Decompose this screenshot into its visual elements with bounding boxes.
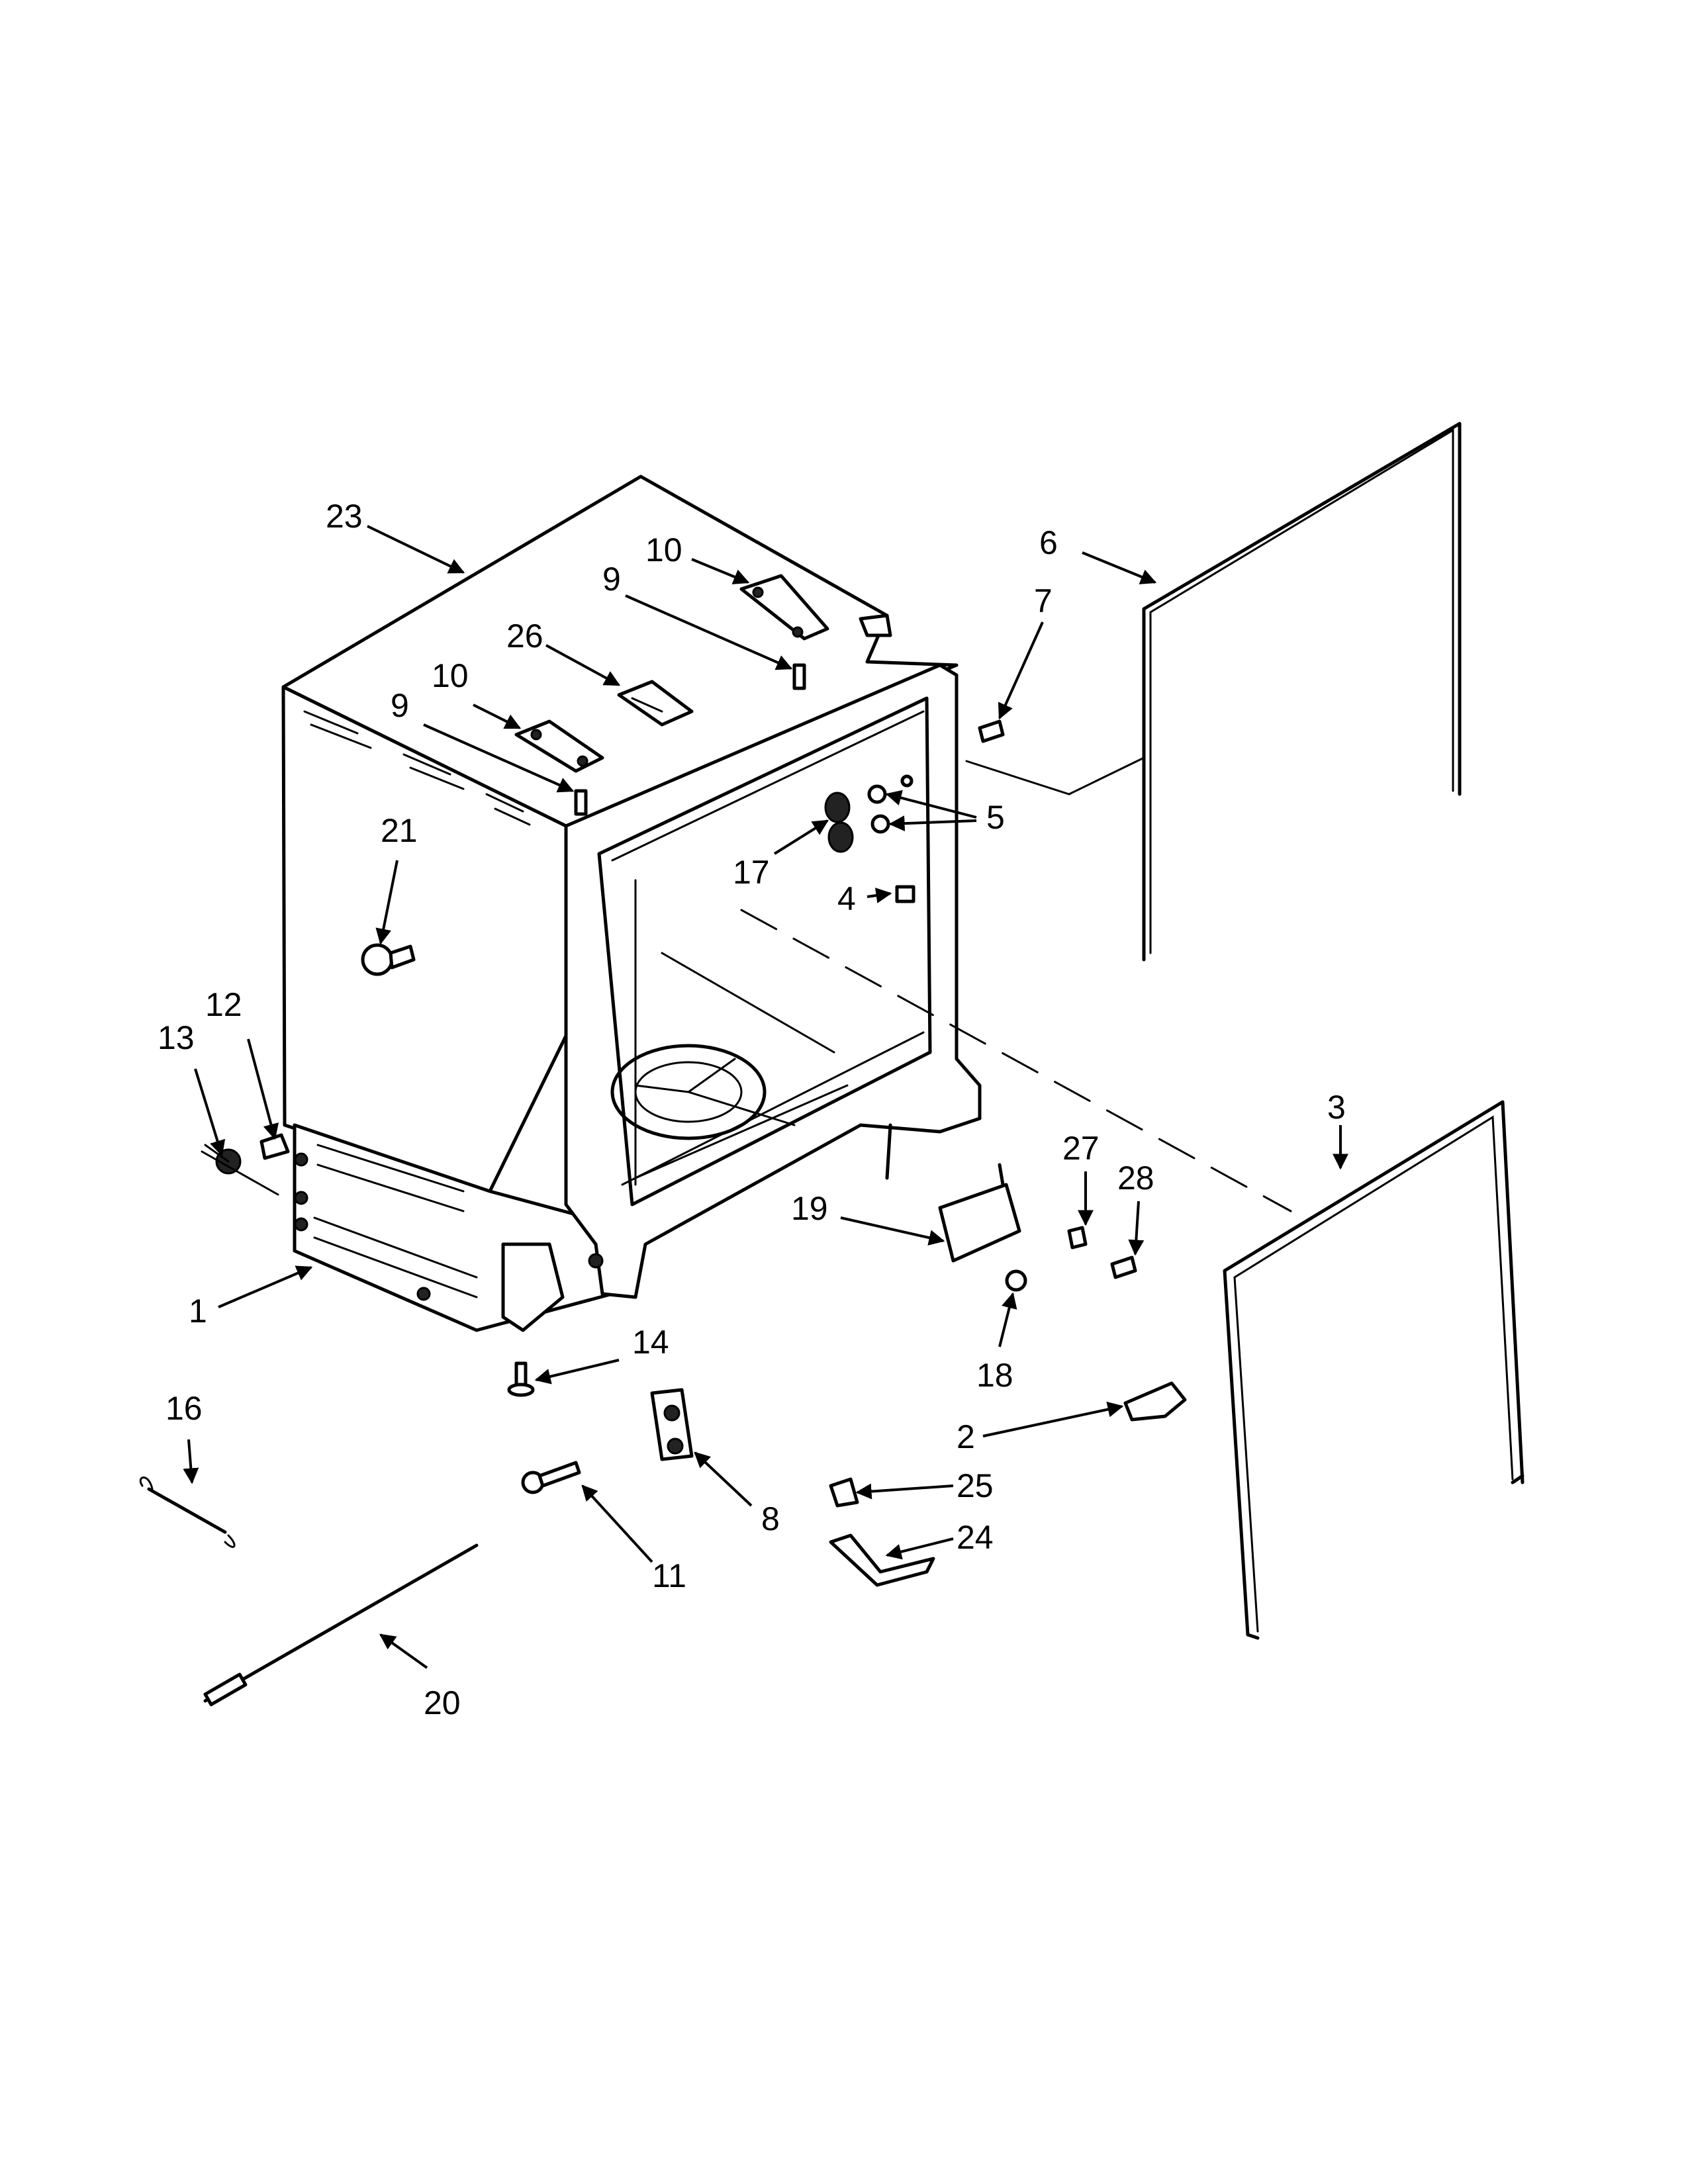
callout-10-lower: 10 [432,657,469,694]
callout-6: 6 [1039,524,1058,561]
door-gasket-6 [1142,422,1462,962]
hinge-bracket-upper [739,574,829,641]
callout-7: 7 [1034,582,1053,619]
callout-26: 26 [506,617,543,655]
callout-28: 28 [1117,1160,1154,1197]
callout-14: 14 [632,1324,669,1361]
callout-11: 11 [652,1557,686,1594]
callout-12: 12 [205,986,242,1023]
callout-3: 3 [1327,1089,1346,1126]
callout-27: 27 [1062,1130,1100,1167]
callout-10-upper: 10 [645,531,682,569]
bracket-19 [938,1163,1021,1263]
callout-25: 25 [957,1467,994,1504]
callout-2: 2 [957,1418,975,1455]
callout-16: 16 [165,1390,203,1427]
bumper-21 [361,943,416,976]
vent-clip-26 [617,680,694,727]
callout-23: 23 [326,498,363,535]
callout-24: 24 [957,1519,994,1556]
door-spring-16 [139,1477,236,1548]
screw-12 [259,1133,290,1160]
clip-27 [1067,1226,1088,1250]
screw-9-lower [574,789,588,816]
callout-9-lower: 9 [391,687,409,724]
callout-8: 8 [761,1500,780,1537]
callout-17: 17 [733,854,770,891]
callout-18: 18 [976,1357,1013,1394]
screw-18 [1005,1269,1027,1292]
hinge-bracket-lower [514,719,604,773]
callout-13: 13 [158,1019,195,1056]
nut-4 [895,885,915,903]
latch-clip-2 [1123,1381,1187,1422]
callout-20: 20 [424,1684,461,1721]
bracket-8 [650,1388,694,1461]
bolt-11 [521,1461,581,1494]
washers-5 [867,774,914,834]
callout-21: 21 [381,812,418,849]
screw-28 [1110,1255,1137,1279]
fitting-17 [824,792,854,853]
tub-seal-3 [1223,1100,1524,1640]
leveling-leg-14 [507,1361,535,1397]
callout-9-upper: 9 [602,561,621,598]
callout-19: 19 [791,1190,828,1227]
screw-7 [978,719,1005,743]
callout-4: 4 [837,880,856,917]
bracket-24 [829,1533,935,1587]
callout-labels: 1 2 3 4 5 6 7 8 9 9 10 10 11 12 13 14 16… [158,498,1346,1721]
leader-lines [183,525,1348,1669]
callout-5: 5 [986,799,1005,836]
clip-25 [829,1477,859,1508]
callout-1: 1 [189,1293,207,1330]
screw-9-upper [792,663,806,690]
door-cable-20 [203,1543,479,1707]
